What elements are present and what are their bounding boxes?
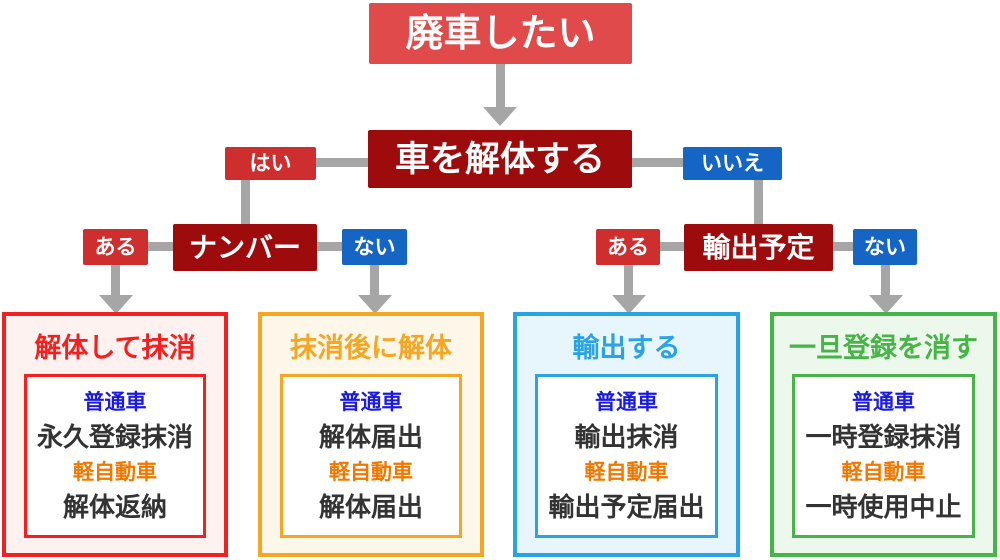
card-title: 輸出する: [572, 332, 681, 363]
connector-line: [317, 242, 342, 251]
node-answer-yes: はい: [225, 147, 316, 180]
regular-car-procedure: 一時登録抹消: [805, 422, 962, 453]
connector-line: [632, 158, 683, 167]
kei-car-label: 軽自動車: [841, 460, 926, 484]
regular-car-label: 普通車: [83, 391, 147, 415]
node-question-number-plate: ナンバー: [173, 224, 317, 271]
node-question-export-plan: 輸出予定: [684, 224, 833, 271]
node-answer-no-plate: ない: [342, 229, 407, 265]
node-answer-have-export: ある: [596, 229, 660, 265]
result-card-temporary-deregistration: 一旦登録を消す 普通車 一時登録抹消 軽自動車 一時使用中止: [770, 312, 997, 557]
kei-car-procedure: 輸出予定届出: [548, 491, 705, 522]
regular-car-procedure: 解体届出: [318, 422, 423, 453]
connector-line: [316, 158, 368, 167]
regular-car-label: 普通車: [852, 391, 915, 415]
connector-line: [241, 180, 250, 224]
connector-line: [624, 265, 633, 296]
card-detail-box: 普通車 解体届出 軽自動車 解体届出: [280, 374, 462, 538]
connector-line: [496, 64, 505, 108]
kei-car-procedure: 解体届出: [318, 491, 423, 522]
card-detail-box: 普通車 永久登録抹消 軽自動車 解体返納: [24, 374, 206, 538]
down-arrow-icon: [612, 295, 646, 314]
result-card-dismantle-then-deregister: 解体して抹消 普通車 永久登録抹消 軽自動車 解体返納: [2, 312, 228, 557]
regular-car-procedure: 永久登録抹消: [36, 422, 193, 453]
result-card-export: 輸出する 普通車 輸出抹消 軽自動車 輸出予定届出: [513, 312, 740, 557]
card-detail-box: 普通車 輸出抹消 軽自動車 輸出予定届出: [535, 374, 718, 538]
connector-line: [660, 242, 684, 251]
regular-car-label: 普通車: [339, 391, 403, 415]
node-answer-no-export: ない: [853, 229, 917, 265]
kei-car-label: 軽自動車: [73, 460, 157, 484]
connector-line: [833, 242, 853, 251]
node-start: 廃車したい: [369, 3, 632, 64]
card-title: 一旦登録を消す: [789, 332, 978, 363]
connector-line: [881, 265, 890, 296]
connector-line: [370, 265, 379, 296]
kei-car-label: 軽自動車: [329, 460, 413, 484]
card-title: 抹消後に解体: [290, 332, 452, 363]
kei-car-procedure: 一時使用中止: [805, 491, 962, 522]
result-card-deregister-then-dismantle: 抹消後に解体 普通車 解体届出 軽自動車 解体届出: [258, 312, 484, 557]
card-title: 解体して抹消: [34, 332, 196, 363]
node-answer-have-plate: ある: [83, 229, 148, 265]
card-detail-box: 普通車 一時登録抹消 軽自動車 一時使用中止: [792, 374, 975, 538]
connector-line: [148, 242, 173, 251]
down-arrow-icon: [358, 295, 392, 314]
regular-car-label: 普通車: [595, 391, 658, 415]
kei-car-label: 軽自動車: [584, 460, 669, 484]
kei-car-procedure: 解体返納: [62, 491, 167, 522]
connector-line: [111, 265, 120, 296]
connector-line: [754, 180, 763, 224]
down-arrow-icon: [869, 295, 903, 314]
node-answer-no: いいえ: [683, 147, 782, 180]
down-arrow-icon: [483, 107, 517, 126]
regular-car-procedure: 輸出抹消: [574, 422, 679, 453]
node-question-dismantle: 車を解体する: [368, 130, 632, 188]
down-arrow-icon: [99, 295, 133, 314]
